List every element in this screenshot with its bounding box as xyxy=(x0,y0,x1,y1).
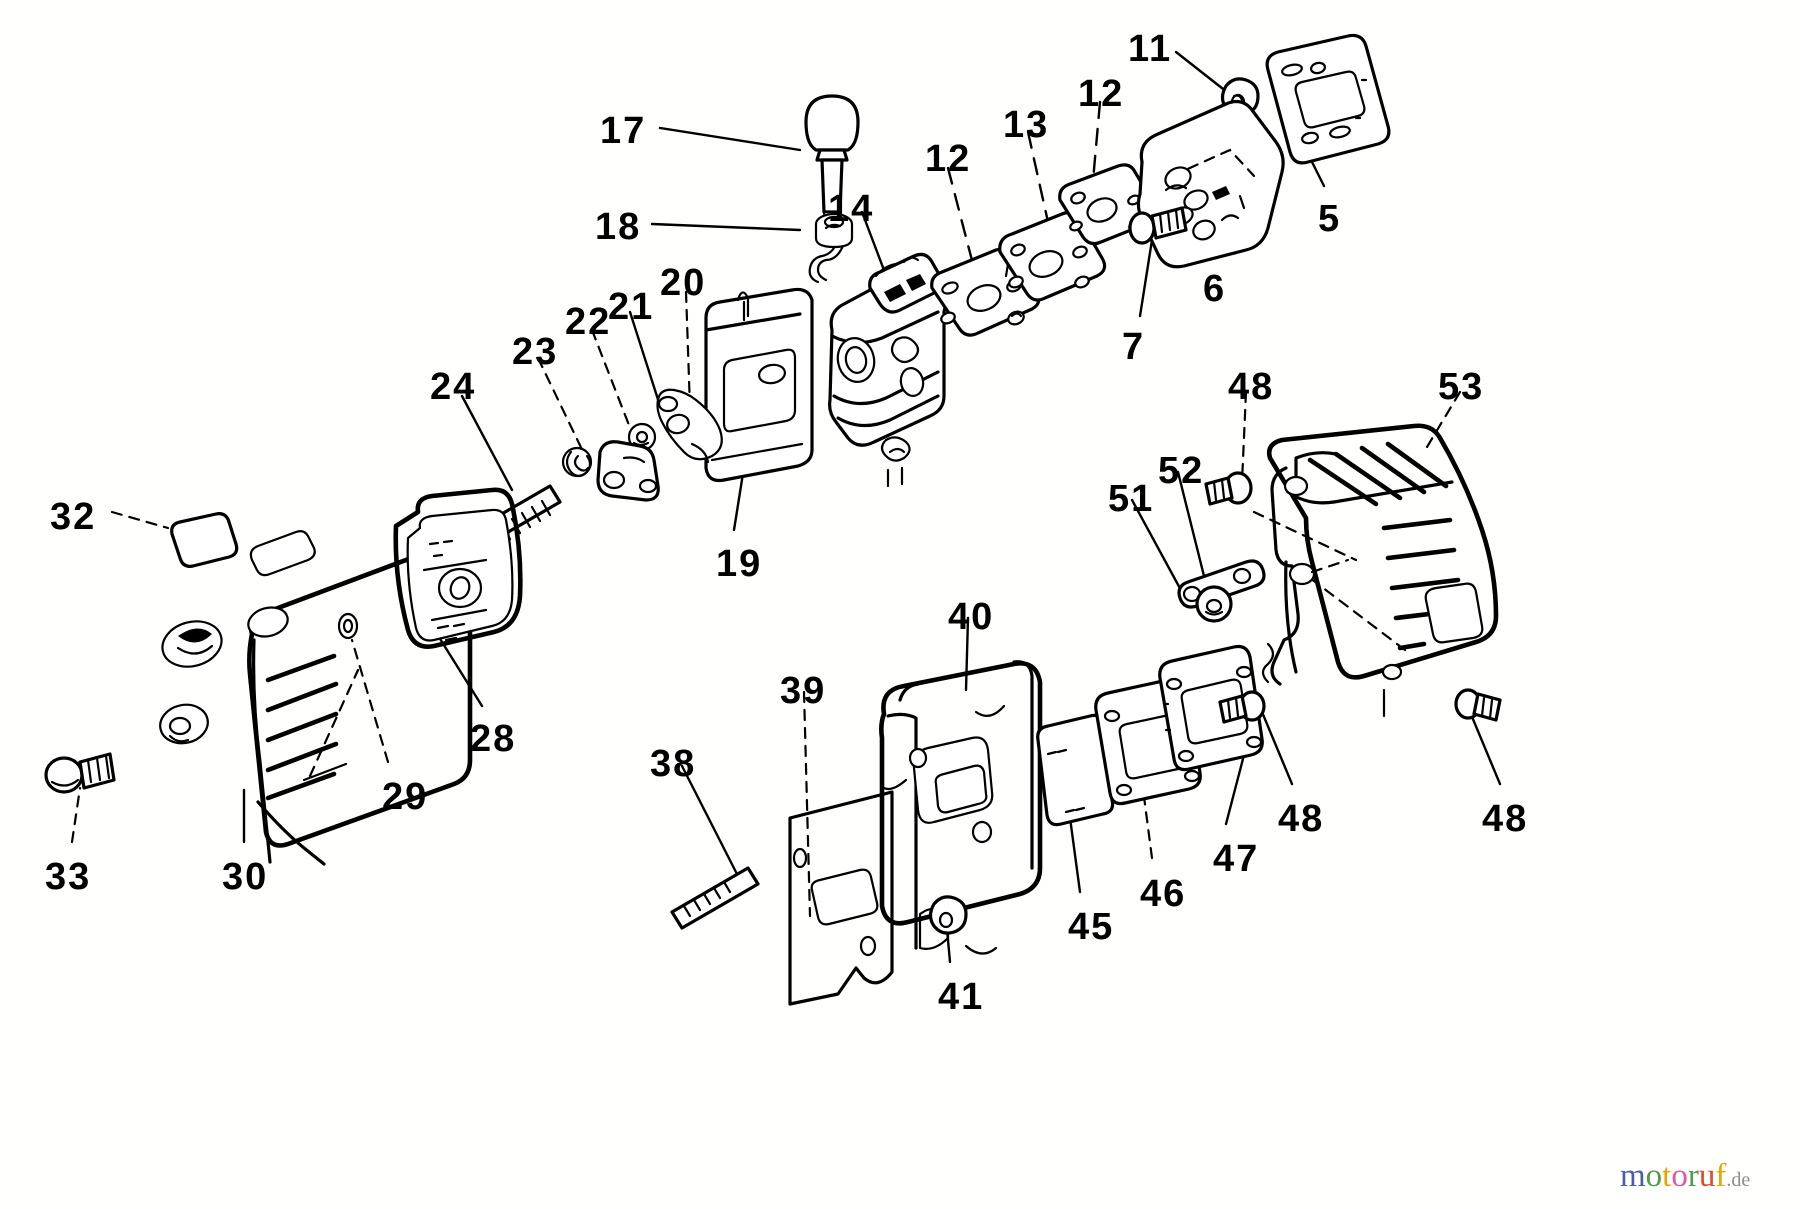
wm-letter-o1: o xyxy=(1645,1158,1663,1194)
part-retaining-clip-23 xyxy=(561,446,593,478)
callout-29: 29 xyxy=(382,776,429,818)
part-carburetor-14 xyxy=(828,252,947,488)
part-cover-screw-48-b xyxy=(1454,688,1502,722)
callout-48b: 48 xyxy=(1482,798,1529,840)
callout-40: 40 xyxy=(948,596,995,638)
callout-12b: 12 xyxy=(1078,73,1125,115)
part-cover-name-plate-32 xyxy=(170,512,239,568)
part-cover-grommet-29 xyxy=(337,612,359,640)
callout-48c: 48 xyxy=(1228,366,1275,408)
callout-32: 32 xyxy=(50,496,97,538)
callout-41: 41 xyxy=(938,976,985,1018)
part-engine-cover-30 xyxy=(159,530,475,866)
wm-letter-u: u xyxy=(1698,1158,1716,1194)
callout-30: 30 xyxy=(222,856,269,898)
callout-38: 38 xyxy=(650,743,697,785)
callout-14: 14 xyxy=(828,188,875,230)
part-air-cleaner-body-6 xyxy=(1136,99,1285,269)
wm-letter-f: f xyxy=(1715,1158,1727,1194)
part-muffler-heat-shield-39 xyxy=(788,790,894,1006)
part-throttle-lever-20 xyxy=(656,388,723,464)
part-air-cleaner-cover-gasket-5 xyxy=(1265,33,1391,165)
part-muffler-mounting-plate-47 xyxy=(1158,644,1264,772)
part-insulator-gasket-12b xyxy=(1058,163,1160,246)
callout-24: 24 xyxy=(430,366,477,408)
callout-19: 19 xyxy=(716,543,763,585)
callout-6: 6 xyxy=(1203,268,1227,310)
callout-23: 23 xyxy=(512,331,559,373)
part-air-filter-element-28 xyxy=(393,487,523,649)
callout-28: 28 xyxy=(470,718,517,760)
part-air-cleaner-case-19 xyxy=(704,287,814,483)
callout-18: 18 xyxy=(595,206,642,248)
callout-45: 45 xyxy=(1068,906,1115,948)
callout-48a: 48 xyxy=(1278,798,1325,840)
callout-39: 39 xyxy=(780,670,827,712)
part-cover-screw-48-c xyxy=(1204,471,1253,506)
part-throttle-bracket-22 xyxy=(596,440,660,502)
shroud-top-louvers xyxy=(1307,441,1449,507)
part-carburetor-insulator-13 xyxy=(998,210,1107,302)
callout-12a: 12 xyxy=(925,138,972,180)
wm-letter-r: r xyxy=(1687,1158,1699,1194)
part-choke-grommet-18 xyxy=(814,212,854,249)
motoruf-watermark: motoruf.de xyxy=(1620,1160,1750,1193)
callout-52: 52 xyxy=(1158,450,1205,492)
callout-47: 47 xyxy=(1213,838,1260,880)
wm-suffix: .de xyxy=(1726,1169,1751,1191)
callout-13: 13 xyxy=(1003,104,1050,146)
callout-53: 53 xyxy=(1438,366,1485,408)
callout-22: 22 xyxy=(565,301,612,343)
wm-letter-m: m xyxy=(1620,1158,1646,1194)
callout-33: 33 xyxy=(45,856,92,898)
part-cover-screw-48-a xyxy=(1218,690,1266,724)
callout-17: 17 xyxy=(600,110,647,152)
callout-7: 7 xyxy=(1122,326,1146,368)
callout-46: 46 xyxy=(1140,873,1187,915)
part-cover-screw-33 xyxy=(44,752,116,794)
wm-letter-o2: o xyxy=(1671,1158,1688,1194)
part-spacer-collar-52 xyxy=(1195,585,1233,623)
part-air-cleaner-screw-7 xyxy=(1128,206,1188,245)
callout-11: 11 xyxy=(1128,28,1173,70)
wm-letter-t: t xyxy=(1662,1158,1672,1194)
cover-louvers xyxy=(265,653,339,801)
part-muffler-nut-41 xyxy=(928,895,968,935)
part-throttle-washer-21 xyxy=(627,422,657,452)
leader-lines xyxy=(70,50,1502,964)
callout-5: 5 xyxy=(1318,198,1342,240)
part-cylinder-shroud-53 xyxy=(1261,423,1499,718)
callout-20: 20 xyxy=(660,262,707,304)
callout-51: 51 xyxy=(1108,478,1155,520)
callout-21: 21 xyxy=(608,286,655,328)
part-muffler-pin-38 xyxy=(670,866,760,930)
